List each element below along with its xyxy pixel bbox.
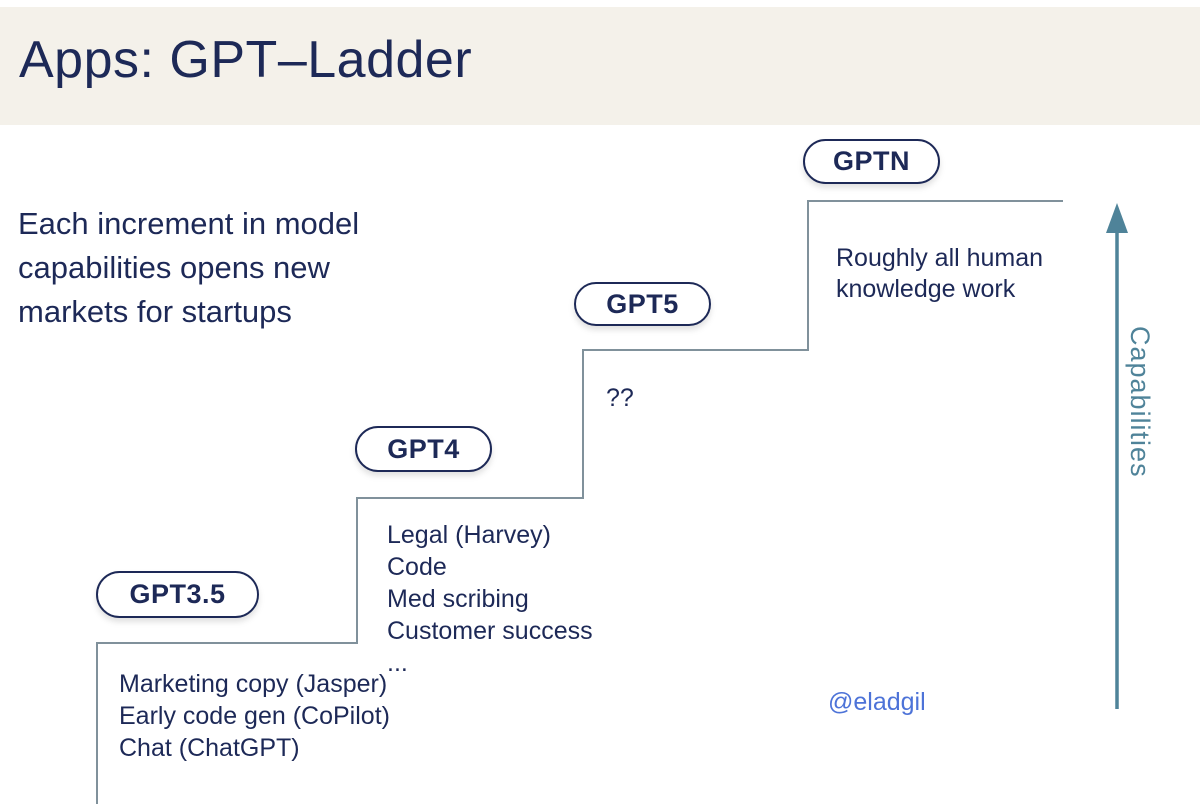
capabilities-arrow-head — [1106, 203, 1128, 233]
gpt4-market-list: Legal (Harvey) Code Med scribing Custome… — [387, 519, 593, 679]
gptn-pill-label: GPTN — [832, 146, 910, 176]
gpt35-pill: GPT3.5 — [96, 571, 259, 618]
page-title: Apps: GPT–Ladder — [19, 31, 473, 89]
gptn-note: Roughly all human knowledge work — [836, 244, 1044, 303]
gpt5-pill-label: GPT5 — [606, 288, 679, 319]
header-band: Apps: GPT–Ladder — [0, 7, 1200, 125]
list-item: ... — [387, 649, 408, 677]
list-item: Chat (ChatGPT) — [119, 734, 300, 762]
list-item: Marketing copy (Jasper) — [119, 670, 388, 698]
gptn-pill: GPTN — [803, 139, 940, 184]
list-item: Med scribing — [387, 585, 529, 613]
gpt35-pill-label: GPT3.5 — [129, 579, 226, 609]
gpt5-note: ?? — [606, 384, 634, 412]
list-item: Code — [387, 553, 447, 581]
intro-text: Each increment in model capabilities ope… — [18, 206, 360, 329]
gpt4-pill-label: GPT4 — [387, 433, 460, 464]
gpt5-pill: GPT5 — [574, 282, 711, 326]
list-item: Legal (Harvey) — [387, 521, 551, 549]
capabilities-axis-label: Capabilities — [1125, 326, 1155, 478]
list-item: Customer success — [387, 617, 593, 645]
attribution-handle[interactable]: @eladgil — [828, 688, 926, 716]
gpt35-market-list: Marketing copy (Jasper) Early code gen (… — [119, 668, 390, 764]
list-item: Early code gen (CoPilot) — [119, 702, 390, 730]
gpt4-pill: GPT4 — [355, 426, 492, 472]
